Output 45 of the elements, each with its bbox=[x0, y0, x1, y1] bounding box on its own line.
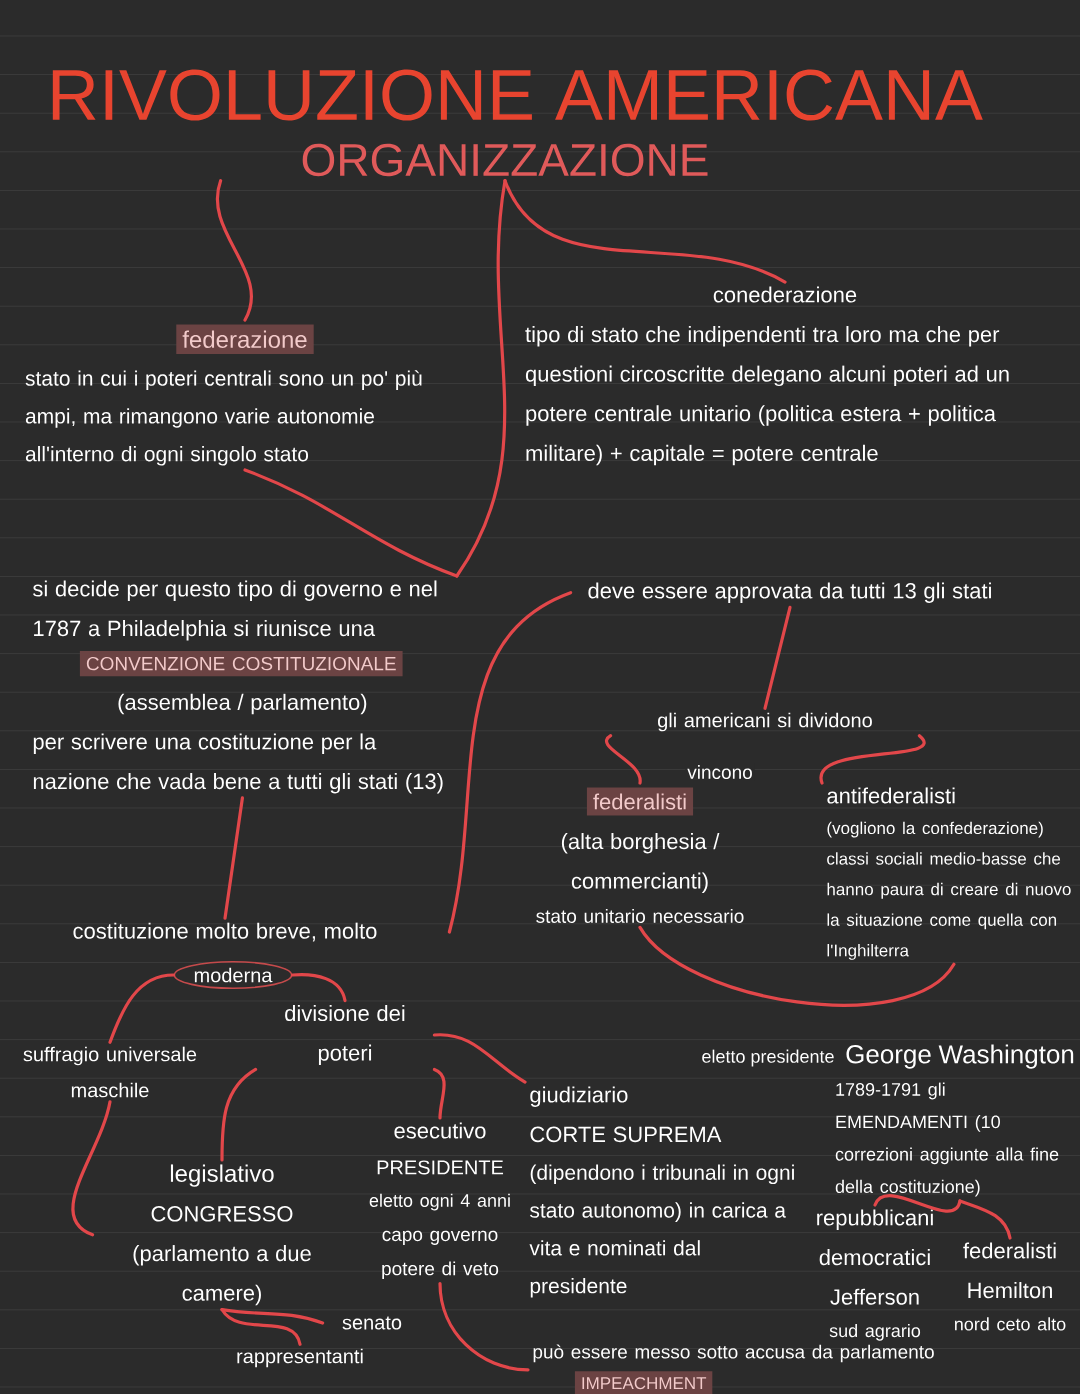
connector-line bbox=[763, 605, 792, 710]
note-text: legislativo CONGRESSO (parlamento a due camere) bbox=[133, 1164, 311, 1306]
circled-word: moderna bbox=[173, 961, 293, 989]
connector-line bbox=[503, 179, 787, 284]
connector-line bbox=[223, 796, 244, 920]
note-text: esecutivo PRESIDENTE eletto ogni 4 anni capo governo potere di veto bbox=[369, 1122, 510, 1280]
note-text: si decide per questo tipo di governo e nel 1787 a Philadelphia si riunisce una CONVENZIONE COSTITUZIONALE (assemblea / parlamento) per scrivere una costituzione per la nazione che vada bene a tutti gli stati (13) bbox=[33, 580, 443, 794]
connector-line bbox=[438, 1281, 530, 1372]
connector-line bbox=[455, 179, 507, 578]
connector-line bbox=[220, 1307, 302, 1346]
connector-line bbox=[873, 1194, 962, 1213]
connector-line bbox=[447, 591, 573, 934]
connector-line bbox=[958, 1199, 1012, 1240]
connector-line bbox=[220, 1307, 325, 1325]
connector-line bbox=[220, 1067, 258, 1162]
connector-line bbox=[216, 179, 254, 322]
title: RIVOLUZIONE AMERICANA bbox=[52, 69, 983, 121]
connector-line bbox=[432, 1033, 527, 1084]
connector-line bbox=[108, 973, 176, 1044]
note-text: suffragio universale maschile bbox=[23, 1046, 197, 1098]
connector-line bbox=[819, 734, 926, 785]
note-text: conederazione tipo di stato che indipendenti tra loro ma che per questioni circoscritte delegano alcuni poteri ad un potere centrale unitario (politica estera + politica militare) + capitale = potere centrale bbox=[525, 286, 1009, 466]
note-text: divisione dei poteri bbox=[285, 1004, 405, 1066]
note-text: repubblicani democratici Jefferson sud agrario bbox=[817, 1209, 933, 1341]
note-text: rappresentanti bbox=[237, 1348, 363, 1368]
connector-line bbox=[432, 1067, 446, 1120]
note-text: deve essere approvata da tutti 13 gli stati bbox=[588, 582, 991, 603]
connector-line bbox=[243, 468, 459, 578]
note-text: giudiziario CORTE SUPREMA (dipendono i tribunali in ogni stato autonomo) in carica a vita e nominati dal presidente bbox=[529, 1086, 794, 1298]
heading-text: ORGANIZZAZIONE bbox=[302, 143, 708, 177]
note-text: antifederalisti (vogliono la confederazione) classi sociali medio-basse che hanno paura di creare di nuovo la situazione come quella con l'Inghilterra bbox=[827, 787, 1071, 960]
connector-line bbox=[604, 734, 642, 785]
note-text: costituzione molto breve, molto bbox=[73, 922, 377, 942]
connector-line bbox=[71, 1100, 112, 1237]
note-text: può essere messo sotto accusa da parlamento IMPEACHMENT bbox=[533, 1344, 934, 1394]
note-text: gli americani si dividono bbox=[658, 712, 872, 732]
connector-line bbox=[290, 973, 347, 1003]
note-text: federazione stato in cui i poteri centrali sono un po' più ampi, ma rimangono varie autonomie all'interno di ogni singolo stato bbox=[25, 324, 422, 466]
note-text: federalisti (alta borghesia / commercianti) stato unitario necessario bbox=[536, 787, 744, 923]
edge-label: vincono bbox=[685, 763, 755, 781]
connector-line bbox=[638, 925, 956, 1007]
note-text: eletto presidente bbox=[702, 1049, 834, 1067]
note-text: George Washington 1789-1791 gli EMENDAMENTI (10 correzioni aggiunte alla fine della costituzione) bbox=[835, 1044, 1074, 1197]
note-text: federalisti Hemilton nord ceto alto bbox=[955, 1242, 1066, 1331]
note-text: senato bbox=[342, 1316, 402, 1330]
